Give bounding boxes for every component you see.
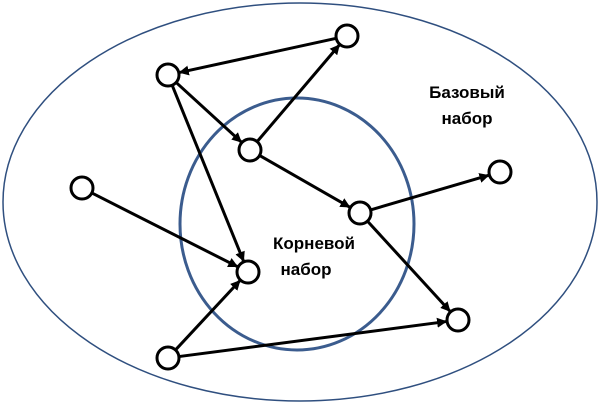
edge-H-G (174, 279, 241, 351)
node-G (235, 259, 261, 285)
edge-H-I (178, 317, 448, 359)
edge-A-C (175, 81, 243, 144)
base-set-label-line1: Базовый (429, 83, 505, 102)
node-H (155, 345, 181, 371)
edge-D-G (91, 191, 239, 268)
node-D (69, 175, 95, 201)
node-I (445, 307, 471, 333)
root-set-label-line2: набор (281, 260, 332, 279)
edge-B-A (178, 36, 337, 76)
edge-C-B (255, 44, 341, 143)
root-set-ellipse (178, 96, 416, 352)
edge-E-I (366, 220, 452, 313)
edge-E-F (370, 173, 490, 212)
root-set-label-line1: Корневой (273, 234, 355, 253)
edge-A-G (170, 84, 245, 262)
node-E (347, 200, 373, 226)
node-B (334, 23, 360, 49)
node-A (155, 62, 181, 88)
edge-C-E (258, 154, 351, 209)
node-F (487, 159, 513, 185)
node-C (237, 137, 263, 163)
base-set-label-line2: набор (442, 109, 493, 128)
